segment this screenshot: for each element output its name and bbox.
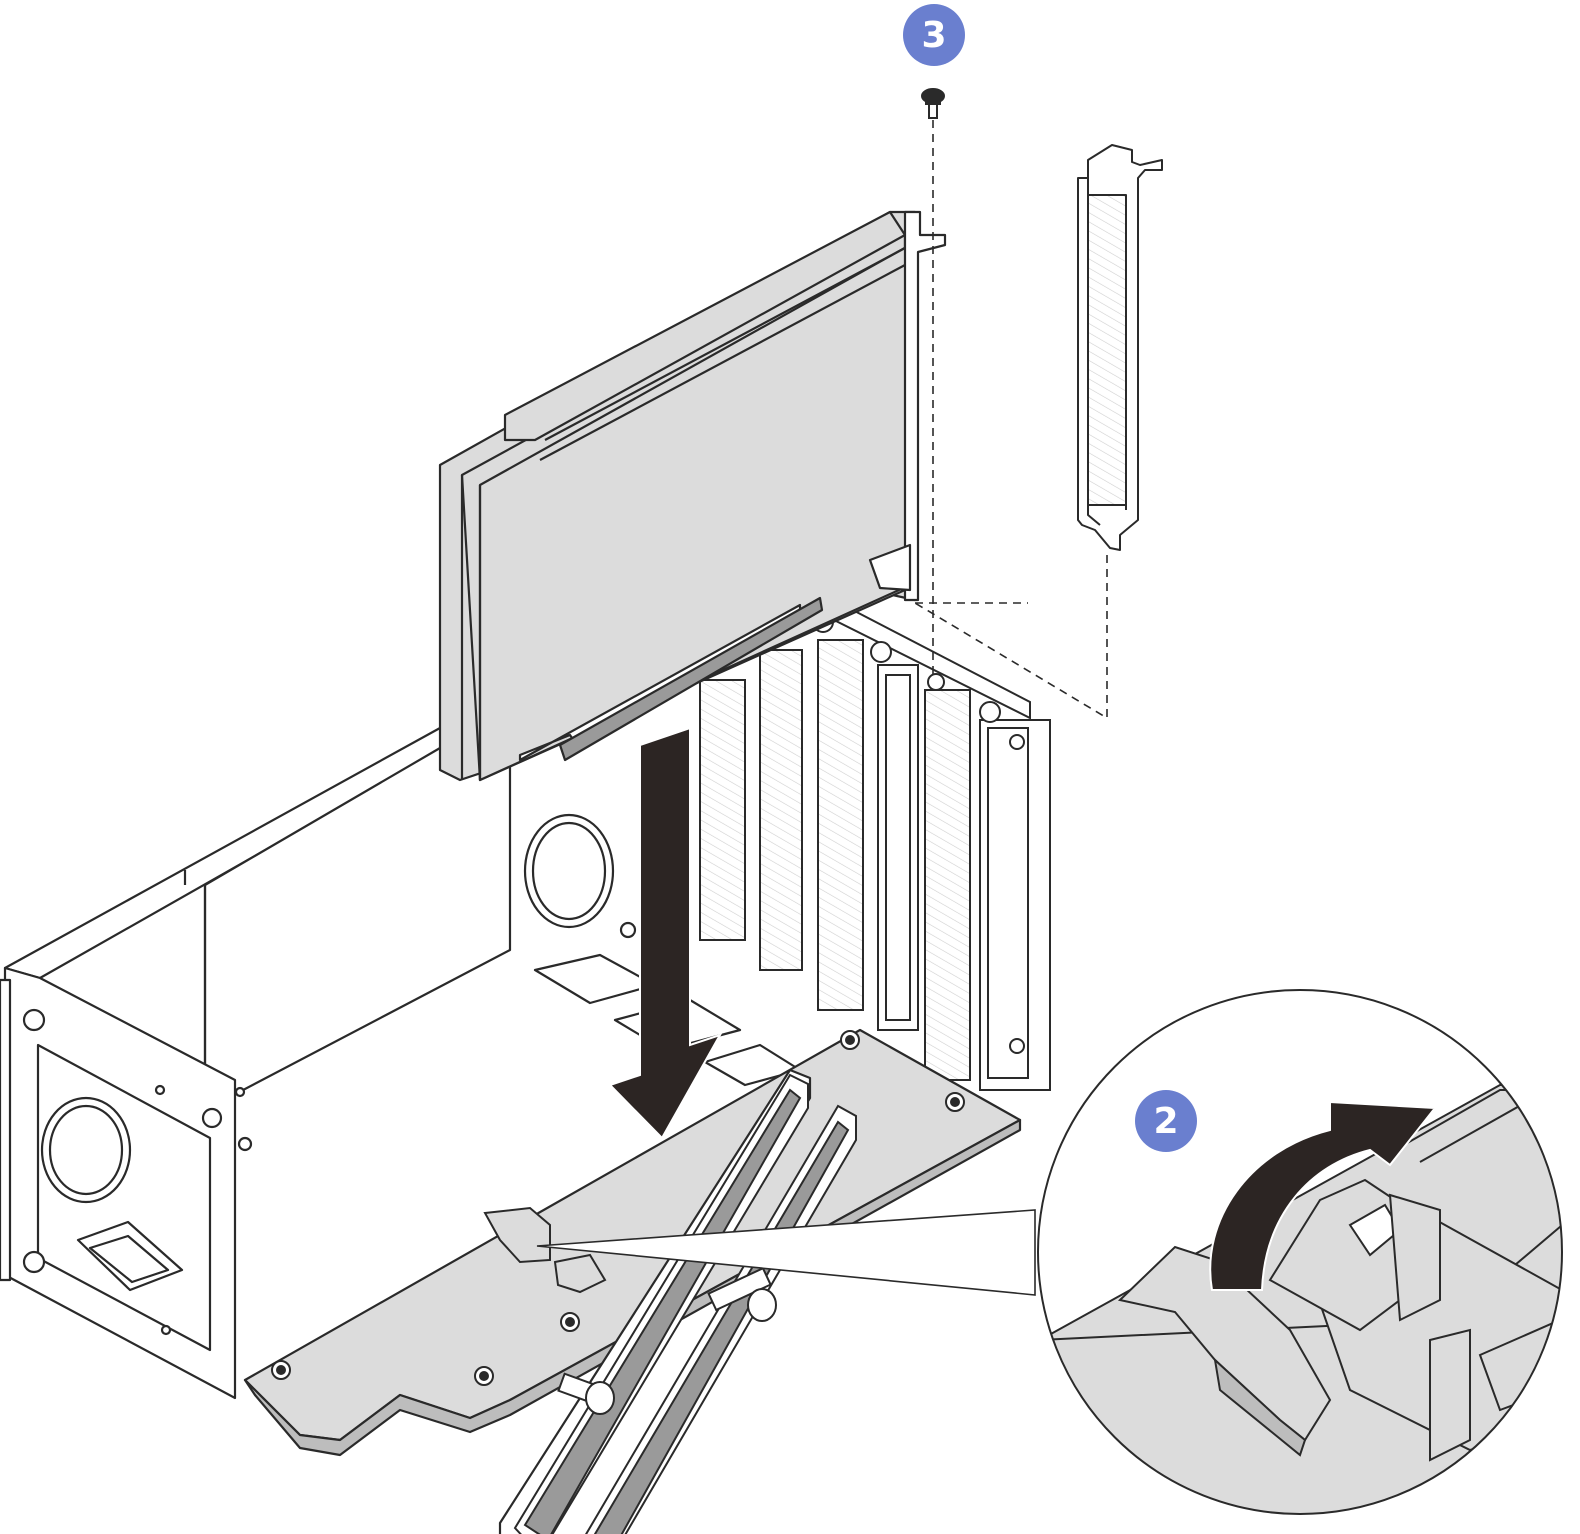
guide-lines [914, 120, 1108, 720]
pcie-slot-2 [585, 1104, 857, 1534]
slot-bracket [1077, 144, 1163, 551]
rotate-latch-arrow [1209, 1100, 1437, 1291]
installed-slot-brackets [699, 590, 1051, 1091]
callout-2-label: 2 [1153, 1101, 1178, 1142]
retention-latch-detail [1117, 1245, 1332, 1442]
cage-port-hole [40, 1096, 132, 1204]
board-screws [271, 1030, 965, 1386]
cage-side-hole [523, 813, 615, 929]
callout-3: 3 [903, 4, 965, 66]
detail-magnifier [536, 989, 1563, 1515]
cage-stud [22, 1008, 46, 1032]
callout-3-label: 3 [921, 15, 946, 56]
riser-cage [0, 726, 802, 1400]
screw [921, 88, 945, 119]
board-standoffs [557, 1266, 777, 1415]
retention-latch [483, 1206, 607, 1294]
screw-hole [927, 673, 945, 691]
insert-direction-arrow [608, 726, 723, 1140]
adapter-card [438, 210, 947, 782]
callout-2: 2 [1135, 1090, 1197, 1152]
